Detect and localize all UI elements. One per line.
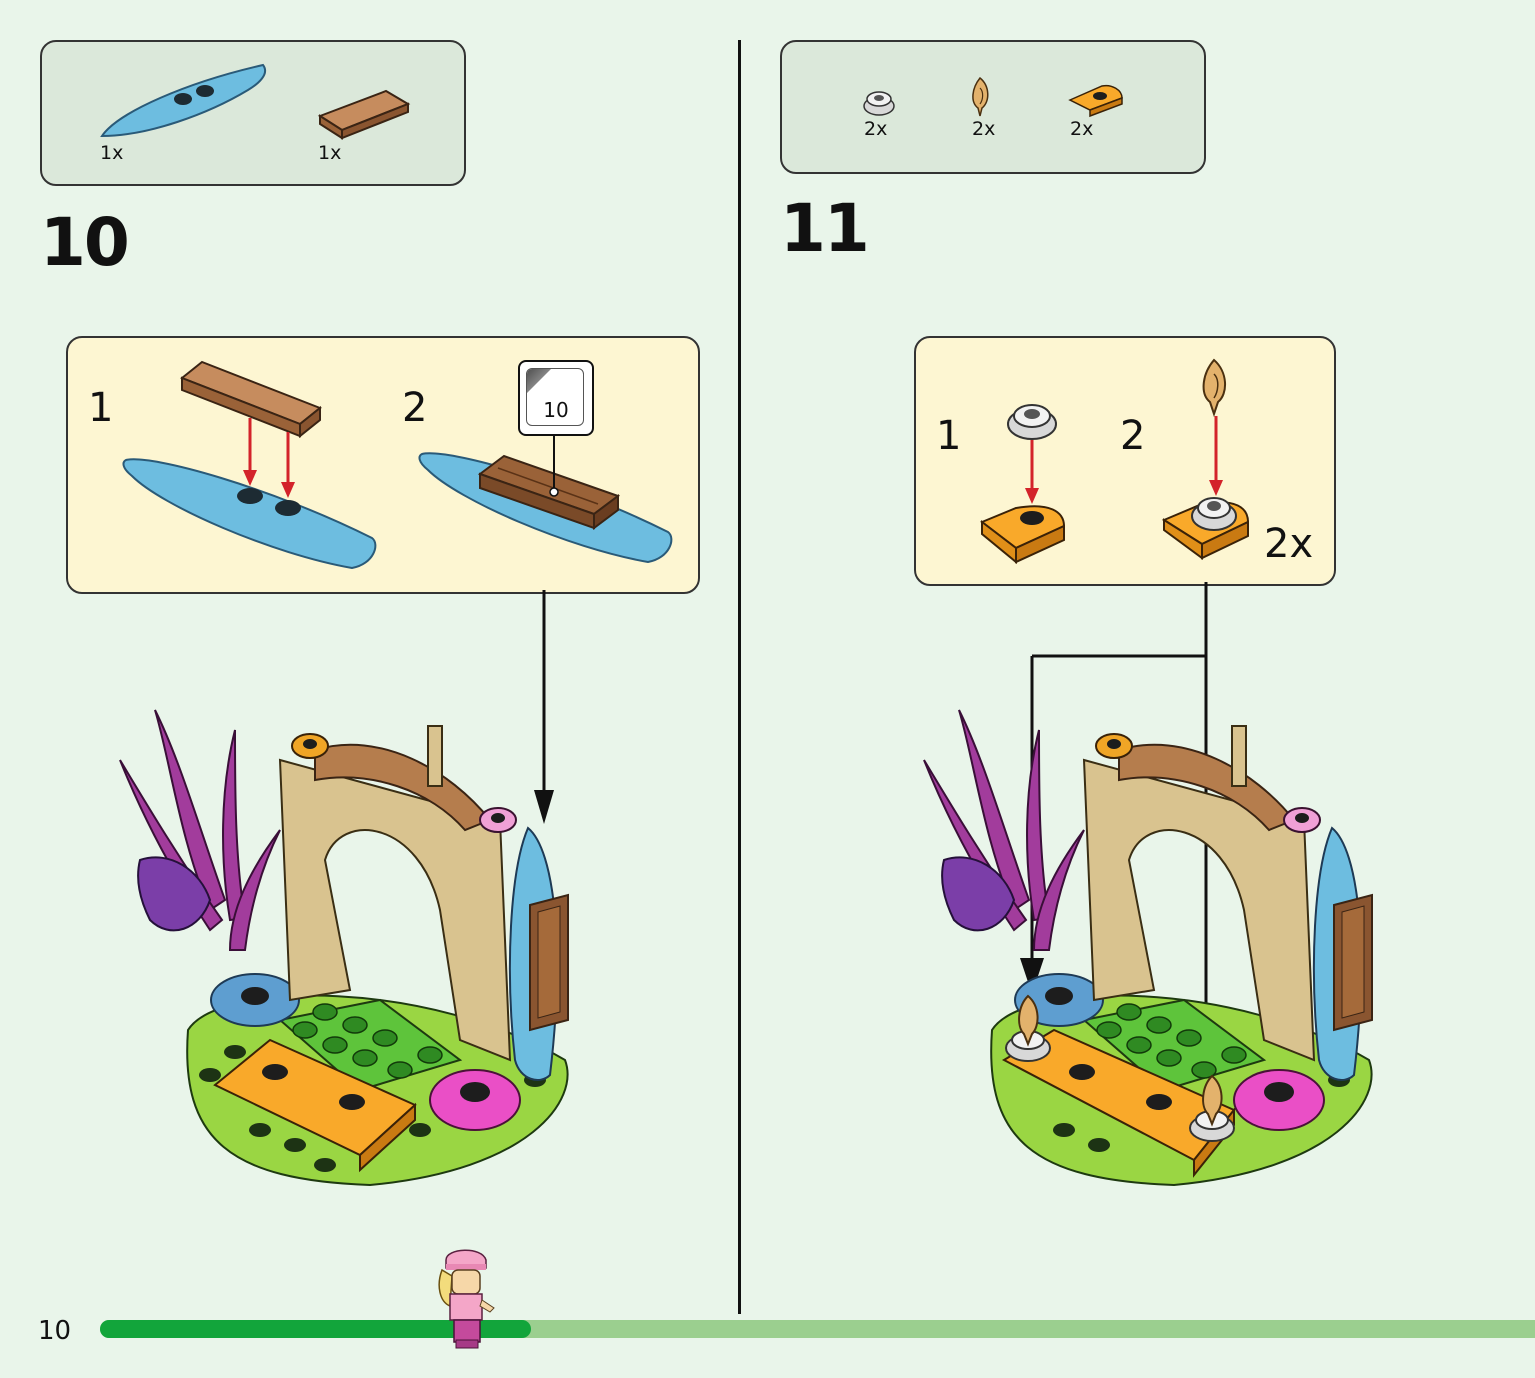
blue-surfboard-piece-icon <box>100 63 267 138</box>
minifigure-progress-icon <box>438 1249 495 1349</box>
progress-track <box>100 1320 1535 1338</box>
substep1-illustration <box>980 404 1066 565</box>
step11-part2-qty: 2x <box>972 118 996 140</box>
step-number-11: 11 <box>780 190 870 267</box>
substep-2-label: 2 <box>402 385 428 431</box>
brown-tile-piece-icon <box>317 89 411 140</box>
sticker-number: 10 <box>543 398 569 422</box>
progress-fill <box>100 1320 531 1338</box>
substep-1-label: 1 <box>88 385 114 431</box>
substep2-illustration <box>1161 358 1250 560</box>
orange-wedge-plate-piece-icon <box>1068 84 1123 118</box>
step11-parts-box: 2x 2x 2x <box>780 40 1206 174</box>
step11-model-illustration <box>923 709 1373 1187</box>
step10-subassembly-box: 1 2 10 <box>66 336 700 594</box>
step10-part2-qty: 1x <box>318 142 342 164</box>
substep2-illustration <box>418 430 673 564</box>
step11-subassembly-box: 1 2 2x <box>914 336 1336 586</box>
substep-2-label: 2 <box>1120 413 1146 459</box>
page-number: 10 <box>38 1316 72 1346</box>
substep1-illustration <box>122 360 377 570</box>
silver-round-plate-piece-icon <box>863 91 895 116</box>
step-number-10: 10 <box>40 204 130 281</box>
substep-1-label: 1 <box>936 413 962 459</box>
page-divider <box>738 40 741 1314</box>
tan-flame-piece-icon <box>972 76 989 117</box>
step11-part1-qty: 2x <box>864 118 888 140</box>
step11-part3-qty: 2x <box>1070 118 1094 140</box>
step10-model-illustration <box>119 709 569 1187</box>
sticker-10-icon: 10 <box>518 360 594 436</box>
callout-arrow-step10 <box>534 590 554 824</box>
step10-part1-qty: 1x <box>100 142 124 164</box>
multiplier-label: 2x <box>1264 521 1314 567</box>
step10-parts-box: 1x 1x <box>40 40 466 186</box>
